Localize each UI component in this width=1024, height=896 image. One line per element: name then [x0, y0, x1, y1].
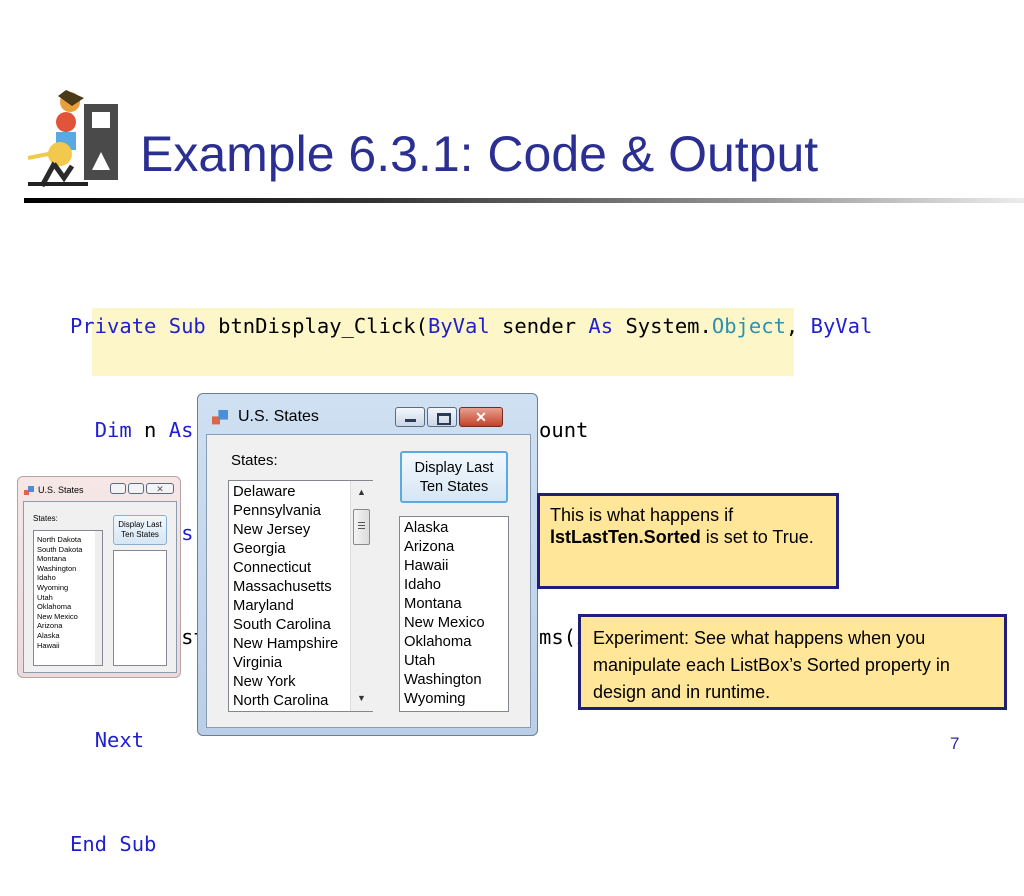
list-item[interactable]: North Dakota [37, 535, 82, 544]
list-item[interactable]: Wyoming [37, 582, 69, 592]
list-item[interactable]: Delaware [233, 484, 296, 500]
sorted-callout: This is what happens if lstLastTen.Sorte… [537, 493, 839, 589]
slide-title: Example 6.3.1: Code & Output [140, 126, 819, 182]
small-form-window: U.S. States ✕ States: Display Last Ten S… [17, 476, 181, 678]
callout-bold-text: lstLastTen.Sorted [550, 527, 701, 547]
maximize-button[interactable] [128, 483, 144, 494]
small-window-title: U.S. States [38, 485, 84, 495]
list-item[interactable]: South Dakota [37, 544, 83, 554]
button-text-line: Display Last [414, 460, 494, 476]
scroll-thumb[interactable] [353, 509, 370, 545]
scroll-down-arrow-icon[interactable]: ▼ [357, 693, 366, 703]
list-item[interactable]: New Hampshire [233, 636, 339, 652]
list-item[interactable]: New Mexico [37, 611, 78, 621]
callout-text: This is what happens if [550, 505, 734, 525]
form-app-icon [24, 486, 34, 495]
list-item[interactable]: Washington [37, 563, 77, 573]
states-scrollbar[interactable] [95, 531, 102, 665]
list-item[interactable]: Montana [37, 554, 67, 564]
minimize-button[interactable] [395, 407, 425, 427]
list-item[interactable]: Connecticut [233, 560, 312, 576]
states-label: States: [33, 514, 58, 523]
page-number: 7 [950, 734, 960, 753]
display-last-ten-button[interactable]: Display Last Ten States [113, 515, 167, 545]
list-item[interactable]: Alaska [37, 630, 60, 640]
list-item[interactable]: South Carolina [233, 617, 331, 633]
list-item[interactable]: Maryland [233, 598, 294, 614]
list-item[interactable]: New Jersey [233, 522, 311, 538]
list-item[interactable]: Oklahoma [37, 602, 72, 612]
list-item[interactable]: Utah [37, 592, 53, 602]
list-item[interactable]: Pennsylvania [233, 503, 322, 519]
list-item[interactable]: New York [233, 674, 296, 690]
button-text-line: Display Last [118, 520, 162, 529]
list-item[interactable]: Utah [404, 653, 436, 669]
display-last-ten-button[interactable]: Display Last Ten States [400, 451, 508, 503]
list-item[interactable]: Hawaii [37, 640, 60, 650]
code-highlight [92, 308, 794, 376]
callout-text: is set to True. [700, 527, 814, 547]
list-item[interactable]: Georgia [233, 541, 286, 557]
large-window-title: U.S. States [238, 408, 319, 425]
close-button[interactable]: ✕ [146, 483, 174, 494]
list-item[interactable]: Alaska [404, 520, 449, 536]
list-item[interactable]: Arizona [37, 621, 63, 631]
list-item[interactable]: Hawaii [404, 558, 449, 574]
list-item[interactable]: Massachusetts [233, 579, 332, 595]
close-button[interactable]: ✕ [459, 407, 503, 427]
maximize-button[interactable] [427, 407, 457, 427]
code-line: Next [94, 728, 145, 752]
experiment-callout: Experiment: See what happens when you ma… [578, 614, 1007, 710]
minimize-button[interactable] [110, 483, 126, 494]
list-item[interactable]: Arizona [404, 539, 455, 555]
large-form-window: U.S. States ✕ States: Display Last Ten S… [197, 393, 538, 736]
list-item[interactable]: Idaho [404, 577, 442, 593]
list-item[interactable]: New Mexico [404, 615, 485, 631]
code-line: End Sub [70, 831, 157, 856]
list-item[interactable]: Oklahoma [404, 634, 472, 650]
last-ten-listbox[interactable] [113, 550, 167, 666]
list-item[interactable]: Wyoming [404, 691, 466, 707]
states-scrollbar[interactable]: ▲ ▼ [350, 481, 373, 711]
list-item[interactable]: North Carolina [233, 693, 329, 709]
button-text-line: Ten States [121, 530, 159, 539]
title-divider [24, 198, 1024, 203]
presentation-logo-icon [27, 90, 118, 188]
code-line: Private Sub btnDisplay_Click(ByVal sende… [70, 314, 873, 338]
states-label: States: [231, 452, 278, 469]
scroll-up-arrow-icon[interactable]: ▲ [357, 487, 366, 497]
list-item[interactable]: Virginia [233, 655, 283, 671]
callout-text: Experiment: See what happens when you ma… [593, 628, 950, 702]
list-item[interactable]: Montana [404, 596, 462, 612]
list-item[interactable]: Washington [404, 672, 482, 688]
form-app-icon [212, 410, 228, 425]
button-text-line: Ten States [419, 479, 489, 495]
list-item[interactable]: Idaho [37, 573, 56, 583]
